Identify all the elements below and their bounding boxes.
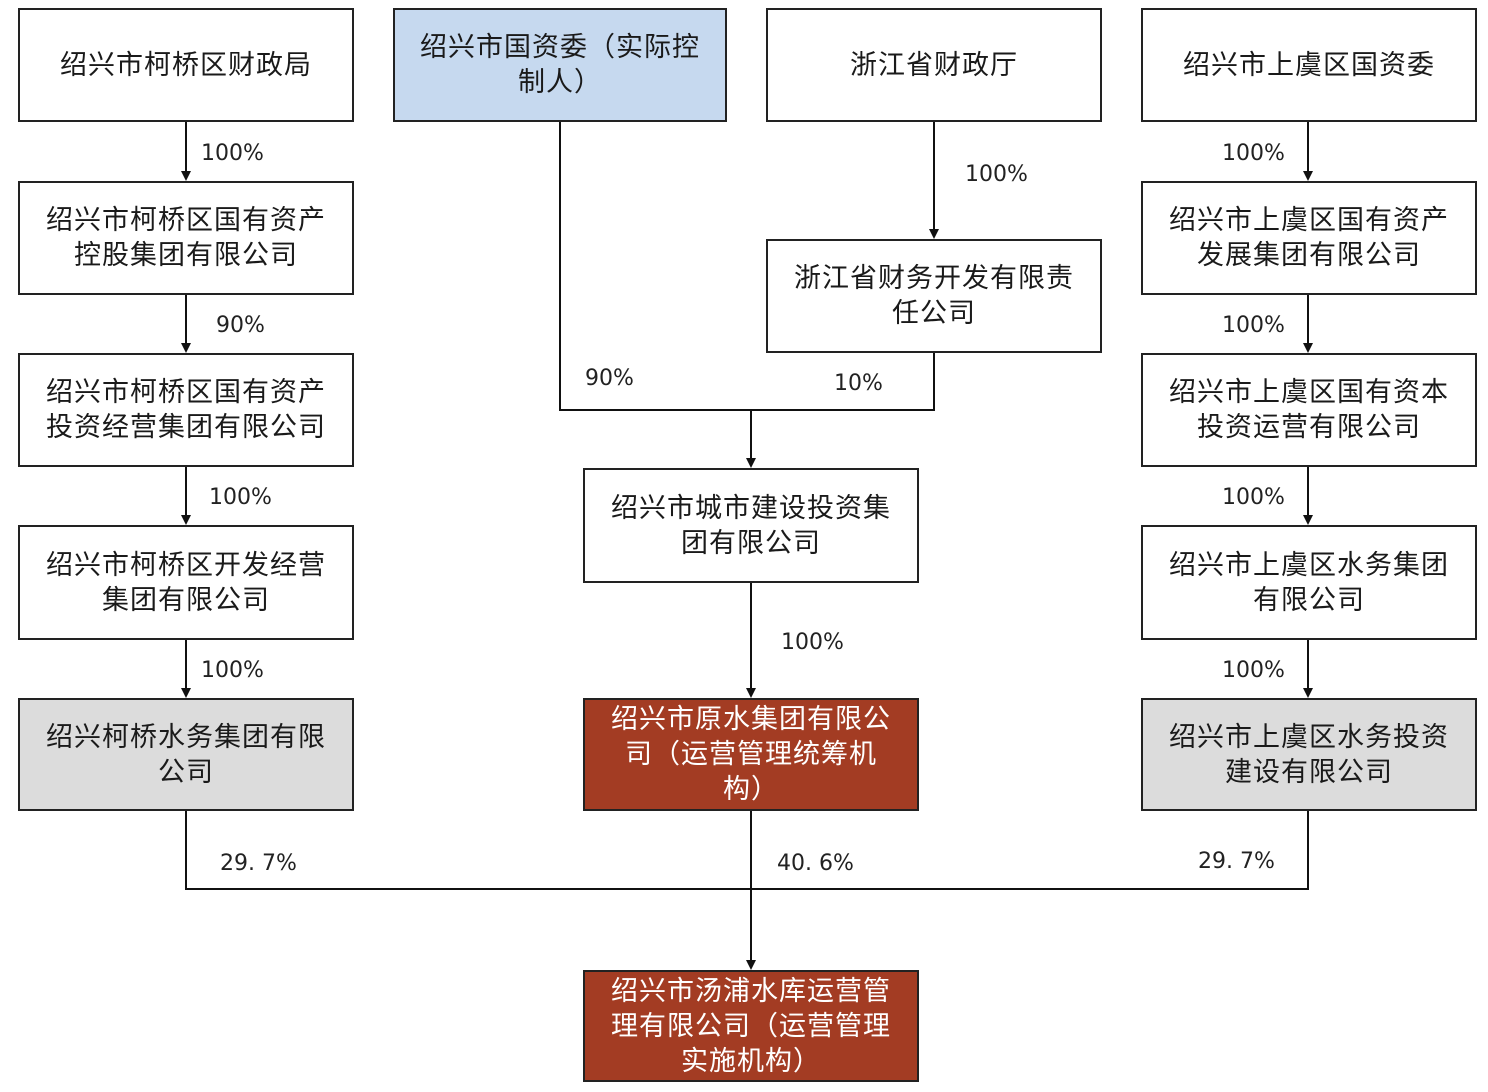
pct-city-to-raw: 100%	[781, 630, 844, 655]
pct-raw-to-final: 40. 6%	[777, 851, 854, 876]
box-shangyu-sasac: 绍兴市上虞区国资委	[1141, 8, 1477, 122]
box-label: 浙江省财政厅	[850, 49, 1018, 81]
pct-left-3: 100%	[209, 485, 272, 510]
box-label: 绍兴市柯桥区开发经营集团有限公司	[46, 549, 326, 616]
box-label: 绍兴市上虞区水务投资建设有限公司	[1169, 721, 1449, 788]
pct-left-2: 90%	[216, 313, 265, 338]
box-label: 绍兴市上虞区国资委	[1183, 49, 1435, 81]
box-shangyu-capital: 绍兴市上虞区国有资本投资运营有限公司	[1141, 353, 1477, 467]
box-province-dev: 浙江省财务开发有限责任公司	[766, 239, 1102, 353]
box-label: 绍兴市上虞区国有资产发展集团有限公司	[1169, 205, 1449, 271]
box-sasac-controller: 绍兴市国资委（实际控制人）	[393, 8, 727, 122]
pct-dev-to-city: 10%	[834, 371, 883, 396]
pct-right-2: 100%	[1222, 313, 1285, 338]
pct-left-5: 29. 7%	[220, 851, 297, 876]
box-label: 绍兴市原水集团有限公司（运营管理统筹机构）	[611, 704, 891, 805]
box-label: 绍兴市汤浦水库运营管理有限公司（运营管理实施机构）	[611, 975, 891, 1077]
box-keqiao-water: 绍兴柯桥水务集团有限公司	[18, 698, 354, 811]
box-shangyu-development: 绍兴市上虞区国有资产发展集团有限公司	[1141, 181, 1477, 295]
pct-left-4: 100%	[201, 658, 264, 683]
box-label: 绍兴市城市建设投资集团有限公司	[611, 492, 891, 559]
pct-right-1: 100%	[1222, 141, 1285, 166]
box-shangyu-water-investment: 绍兴市上虞区水务投资建设有限公司	[1141, 698, 1477, 811]
pct-right-5: 29. 7%	[1198, 849, 1275, 874]
box-label: 绍兴市柯桥区财政局	[60, 49, 312, 81]
box-keqiao-finance: 绍兴市柯桥区财政局	[18, 8, 354, 122]
box-label: 绍兴市国资委（实际控制人）	[420, 32, 700, 98]
box-label: 绍兴市柯桥区国有资产投资经营集团有限公司	[46, 377, 326, 443]
box-keqiao-holding: 绍兴市柯桥区国有资产控股集团有限公司	[18, 181, 354, 295]
box-label: 绍兴市上虞区水务集团有限公司	[1169, 549, 1449, 616]
box-keqiao-investment: 绍兴市柯桥区国有资产投资经营集团有限公司	[18, 353, 354, 467]
box-province-finance: 浙江省财政厅	[766, 8, 1102, 122]
box-city-construction: 绍兴市城市建设投资集团有限公司	[583, 468, 919, 583]
pct-right-4: 100%	[1222, 658, 1285, 683]
box-label: 浙江省财务开发有限责任公司	[794, 263, 1074, 329]
box-label: 绍兴市上虞区国有资本投资运营有限公司	[1169, 377, 1449, 443]
pct-province-to-dev: 100%	[965, 162, 1028, 187]
box-final: 绍兴市汤浦水库运营管理有限公司（运营管理实施机构）	[583, 970, 919, 1082]
box-label: 绍兴市柯桥区国有资产控股集团有限公司	[46, 205, 326, 271]
box-keqiao-development: 绍兴市柯桥区开发经营集团有限公司	[18, 525, 354, 640]
line-sasac	[559, 122, 935, 411]
line-bottom-merge	[185, 811, 1309, 890]
box-shangyu-water-group: 绍兴市上虞区水务集团有限公司	[1141, 525, 1477, 640]
pct-right-3: 100%	[1222, 485, 1285, 510]
pct-sasac-to-city: 90%	[585, 366, 634, 391]
box-raw-water: 绍兴市原水集团有限公司（运营管理统筹机构）	[583, 698, 919, 811]
box-label: 绍兴柯桥水务集团有限公司	[46, 721, 326, 788]
pct-left-1: 100%	[201, 141, 264, 166]
